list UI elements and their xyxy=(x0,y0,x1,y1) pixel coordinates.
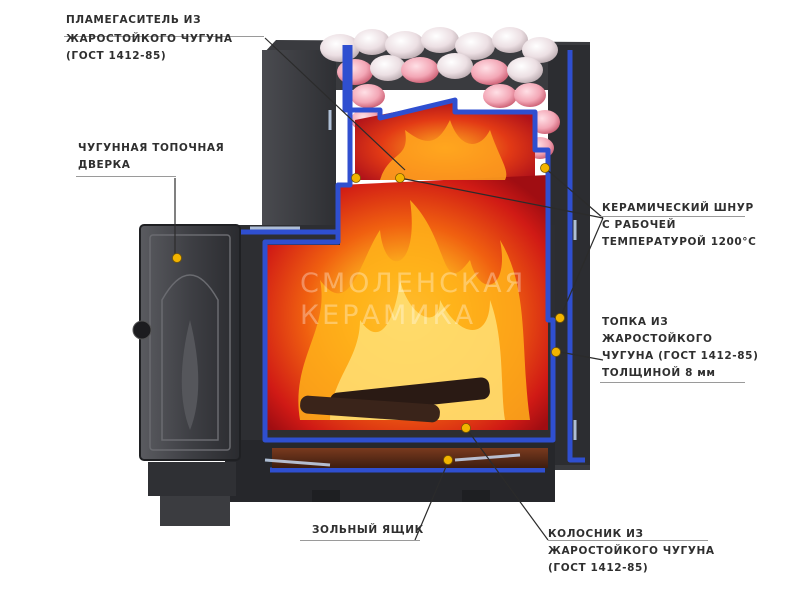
callout-grate-line-3: (ГОСТ 1412-85) xyxy=(548,562,649,574)
callout-ceramic-cord-line-2: С РАБОЧЕЙ xyxy=(602,219,676,231)
firebox-door xyxy=(132,224,241,526)
firebox-rule xyxy=(600,382,745,383)
callout-firebox-door: ЧУГУННАЯ ТОПОЧНАЯ ДВЕРКА xyxy=(78,140,224,174)
leader-lines xyxy=(174,37,604,541)
callout-flame-arrester: ПЛАМЕГАСИТЕЛЬ ИЗ ЖАРОСТОЙКОГО ЧУГУНА (ГО… xyxy=(66,12,233,65)
callout-firebox-line-3: ЧУГУНА (ГОСТ 1412-85) xyxy=(602,350,759,362)
callout-firebox-door-line-2: ДВЕРКА xyxy=(78,159,131,171)
sauna-stones xyxy=(320,27,560,159)
ash-box xyxy=(272,448,548,468)
ash-box-rule xyxy=(300,540,420,541)
callout-ceramic-cord-line-1: КЕРАМИЧЕСКИЙ ШНУР xyxy=(602,202,754,214)
ceramic-cord-rule xyxy=(600,216,745,217)
firebox-chamber xyxy=(265,100,548,430)
callout-grate-line-2: ЖАРОСТОЙКОГО ЧУГУНА xyxy=(548,545,715,557)
callout-flame-arrester-line-1: ПЛАМЕГАСИТЕЛЬ ИЗ xyxy=(66,14,202,26)
firebox-door-rule xyxy=(76,176,176,177)
callout-ash-box-line-1: ЗОЛЬНЫЙ ЯЩИК xyxy=(312,524,424,536)
watermark-line-1: СМОЛЕНСКАЯ xyxy=(300,268,527,299)
callout-flame-arrester-line-3: (ГОСТ 1412-85) xyxy=(66,50,167,62)
watermark-line-2: КЕРАМИКА xyxy=(300,300,477,331)
callout-firebox-line-2: ЖАРОСТОЙКОГО xyxy=(602,333,713,345)
callout-ceramic-cord: КЕРАМИЧЕСКИЙ ШНУР С РАБОЧЕЙ ТЕМПЕРАТУРОЙ… xyxy=(602,200,756,251)
callout-firebox: ТОПКА ИЗ ЖАРОСТОЙКОГО ЧУГУНА (ГОСТ 1412-… xyxy=(602,314,758,382)
airflow-arrows xyxy=(250,110,577,467)
callout-flame-arrester-line-2: ЖАРОСТОЙКОГО ЧУГУНА xyxy=(66,33,233,45)
callout-firebox-line-4: ТОЛЩИНОЙ 8 мм xyxy=(602,367,716,379)
blue-liner xyxy=(240,45,585,473)
flame-arrester-rule xyxy=(64,36,264,37)
grate-rule xyxy=(548,540,708,541)
callout-firebox-door-line-1: ЧУГУННАЯ ТОПОЧНАЯ xyxy=(78,142,225,154)
callout-grate: КОЛОСНИК ИЗ ЖАРОСТОЙКОГО ЧУГУНА (ГОСТ 14… xyxy=(548,526,715,577)
callout-ceramic-cord-line-3: ТЕМПЕРАТУРОЙ 1200°С xyxy=(602,236,757,248)
callout-grate-line-1: КОЛОСНИК ИЗ xyxy=(548,528,644,540)
callout-firebox-line-1: ТОПКА ИЗ xyxy=(602,316,669,328)
callout-markers xyxy=(172,163,565,465)
callout-ash-box: ЗОЛЬНЫЙ ЯЩИК xyxy=(312,522,424,539)
